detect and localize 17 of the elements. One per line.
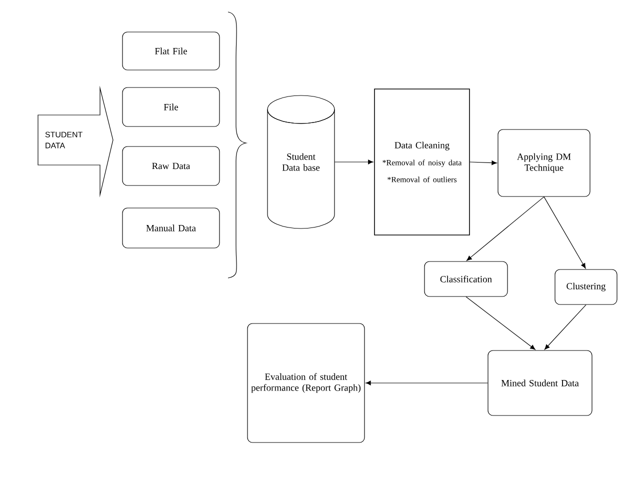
- process-box: Evaluation of student performance (Report Graph): [247, 323, 365, 443]
- process-box: Classification: [424, 261, 508, 297]
- process-box: Mined Student Data: [488, 350, 592, 416]
- arrow: [466, 296, 536, 350]
- process-box: Clustering: [554, 269, 618, 305]
- arrow: [334, 160, 374, 164]
- arrow: [470, 160, 497, 166]
- arrow: [544, 304, 586, 350]
- process-box: File: [122, 87, 220, 127]
- database-cylinder: Student Data base: [267, 95, 335, 229]
- arrow: [466, 196, 544, 261]
- process-box: Manual Data: [122, 208, 220, 248]
- arrow: [544, 196, 586, 269]
- process-box: Raw Data: [122, 146, 220, 186]
- process-box: Flat File: [122, 32, 220, 70]
- process-box: Applying DM Technique: [498, 129, 590, 197]
- arrow: [366, 380, 488, 386]
